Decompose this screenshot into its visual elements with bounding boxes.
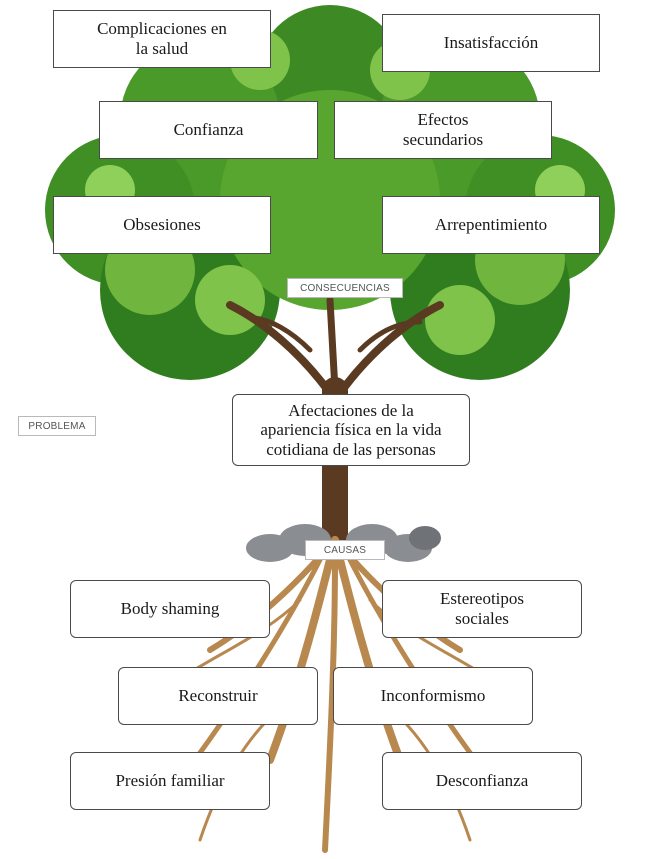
problem-label: PROBLEMA: [18, 416, 96, 436]
consequences-label: CONSECUENCIAS: [287, 278, 403, 298]
causes-label: CAUSAS: [305, 540, 385, 560]
cause-box: Reconstruir: [118, 667, 318, 725]
cause-box: Estereotipos sociales: [382, 580, 582, 638]
cause-box: Desconfianza: [382, 752, 582, 810]
consequence-box: Confianza: [99, 101, 318, 159]
problem-box: Afectaciones de la apariencia física en …: [232, 394, 470, 466]
consequence-box: Insatisfacción: [382, 14, 600, 72]
consequence-box: Arrepentimiento: [382, 196, 600, 254]
consequence-box: Efectos secundarios: [334, 101, 552, 159]
consequence-box: Obsesiones: [53, 196, 271, 254]
cause-box: Body shaming: [70, 580, 270, 638]
cause-box: Presión familiar: [70, 752, 270, 810]
cause-box: Inconformismo: [333, 667, 533, 725]
consequence-box: Complicaciones en la salud: [53, 10, 271, 68]
